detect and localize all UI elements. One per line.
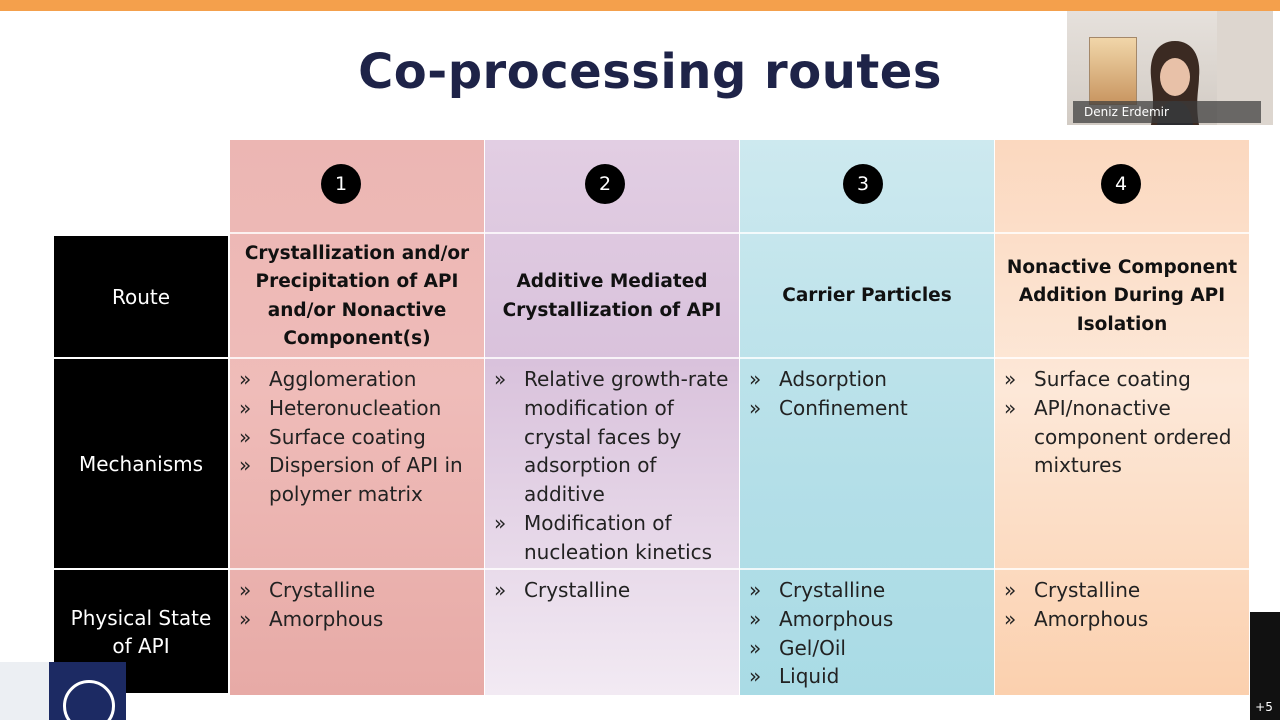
mechanisms-list-4: Surface coating API/nonactive component … xyxy=(1004,365,1232,480)
list-item: Crystalline xyxy=(239,576,481,605)
list-item: Gel/Oil xyxy=(749,634,991,663)
list-item: Confinement xyxy=(749,394,991,423)
list-item: Heteronucleation xyxy=(239,394,481,423)
list-item: Amorphous xyxy=(1004,605,1246,634)
physical-state-list-2: Crystalline xyxy=(494,576,736,605)
list-item: Surface coating xyxy=(1004,365,1232,394)
row-divider xyxy=(230,232,1250,234)
mechanisms-list-3: Adsorption Confinement xyxy=(749,365,991,423)
row-header-mechanisms: Mechanisms xyxy=(54,359,228,568)
list-item: Amorphous xyxy=(239,605,481,634)
column-divider xyxy=(739,140,740,695)
route-cell-2: Additive Mediated Crystallization of API xyxy=(502,271,722,321)
route-number-badge-4: 4 xyxy=(1101,164,1141,204)
accent-bar xyxy=(0,0,1280,11)
list-item: Agglomeration xyxy=(239,365,481,394)
logo-ring-icon xyxy=(63,680,115,720)
organization-logo xyxy=(49,662,126,720)
participants-panel[interactable] xyxy=(1250,612,1280,720)
list-item: API/nonactive component ordered mixtures xyxy=(1004,394,1232,480)
list-item: Crystalline xyxy=(749,576,991,605)
physical-state-list-1: Crystalline Amorphous xyxy=(239,576,481,634)
list-item: Surface coating xyxy=(239,423,481,452)
physical-state-list-4: Crystalline Amorphous xyxy=(1004,576,1246,634)
physical-state-list-3: Crystalline Amorphous Gel/Oil Liquid xyxy=(749,576,991,691)
row-divider xyxy=(230,568,1250,570)
column-divider xyxy=(484,140,485,695)
list-item: Crystalline xyxy=(494,576,736,605)
list-item: Dispersion of API in polymer matrix xyxy=(239,451,481,509)
row-header-route: Route xyxy=(54,236,228,357)
row-divider xyxy=(230,357,1250,359)
background-panel xyxy=(0,662,50,720)
route-number-badge-3: 3 xyxy=(843,164,883,204)
route-cell-3: Carrier Particles xyxy=(782,285,952,307)
route-number-badge-1: 1 xyxy=(321,164,361,204)
list-item: Liquid xyxy=(749,662,991,691)
list-item: Crystalline xyxy=(1004,576,1246,605)
route-cell-4: Nonactive Component Addition During API … xyxy=(1006,256,1238,335)
route-number-badge-2: 2 xyxy=(585,164,625,204)
video-background xyxy=(1089,37,1137,105)
more-participants-count[interactable]: +5 xyxy=(1255,700,1273,714)
mechanisms-list-2: Relative growth-rate modification of cry… xyxy=(494,365,736,567)
mechanisms-list-1: Agglomeration Heteronucleation Surface c… xyxy=(239,365,481,509)
route-cell-1: Crystallization and/or Precipitation of … xyxy=(244,242,470,350)
column-divider xyxy=(994,140,995,695)
list-item: Adsorption xyxy=(749,365,991,394)
slide-title: Co-processing routes xyxy=(358,44,942,100)
participant-name-label: Deniz Erdemir xyxy=(1073,101,1261,123)
list-item: Modification of nucleation kinetics xyxy=(494,509,736,567)
list-item: Amorphous xyxy=(749,605,991,634)
list-item: Relative growth-rate modification of cry… xyxy=(494,365,736,509)
row-header-physical-state: Physical State of API xyxy=(54,570,228,693)
